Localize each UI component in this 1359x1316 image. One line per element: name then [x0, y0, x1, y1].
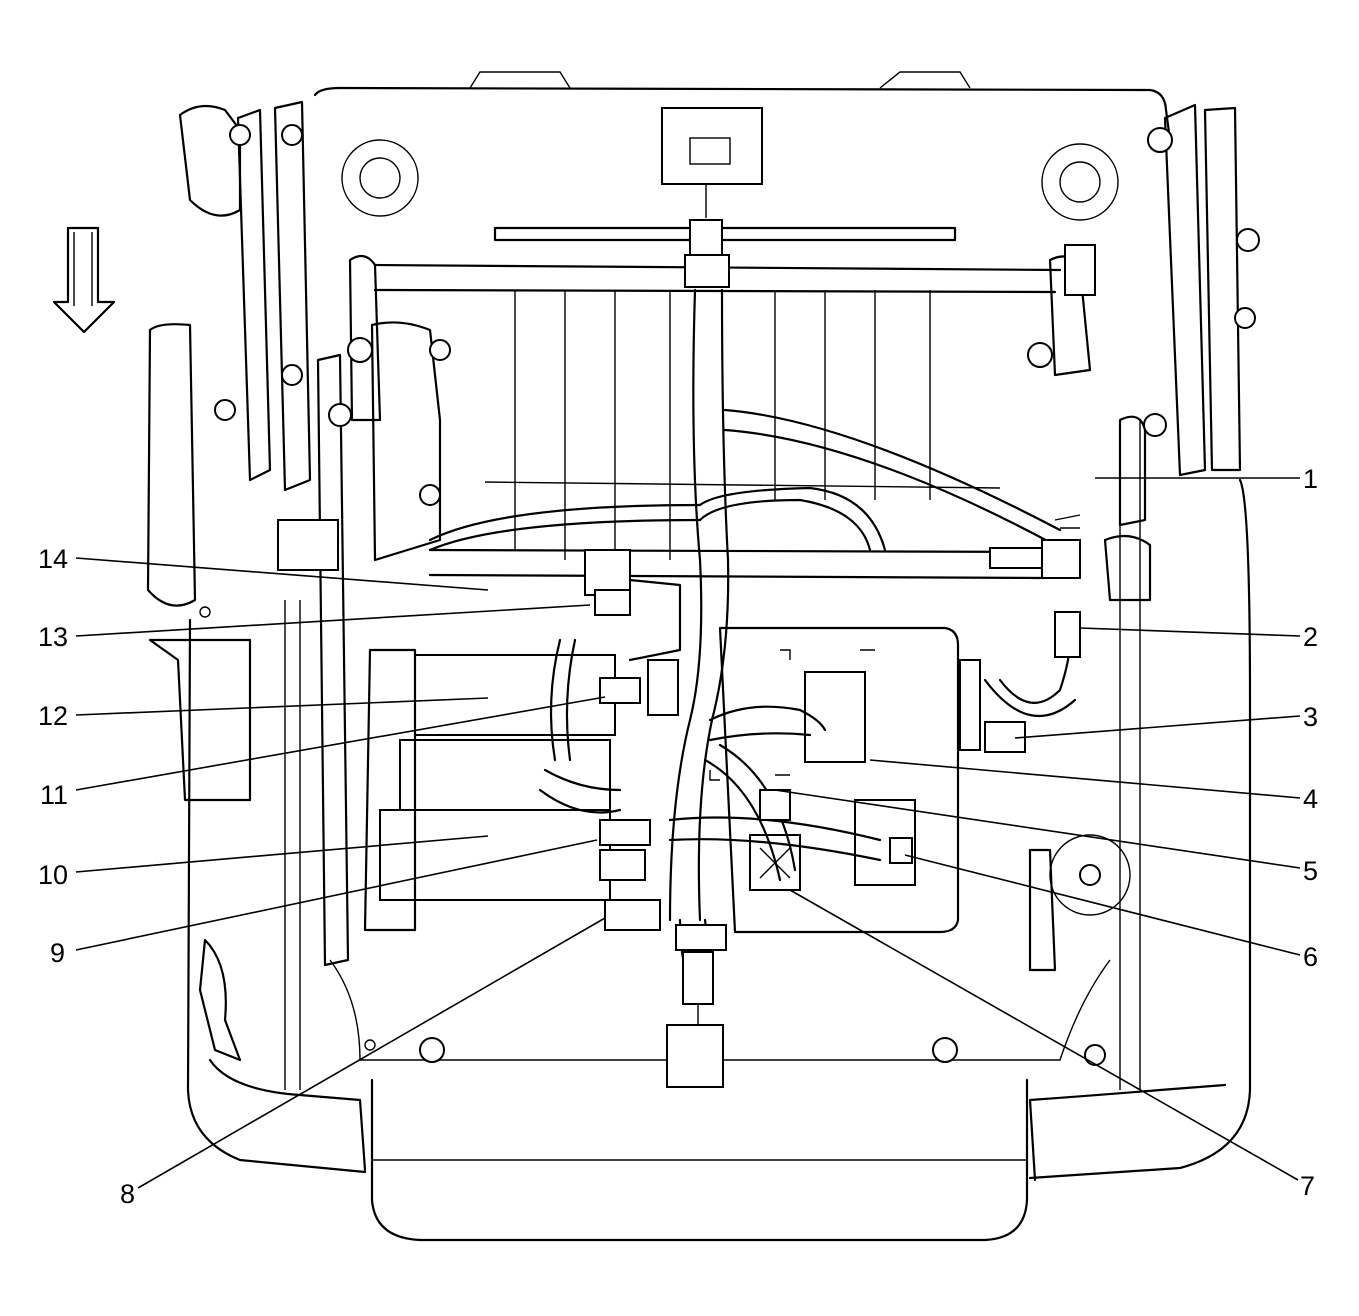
leader-lines: [75, 477, 1301, 1189]
callout-11: 11: [40, 780, 68, 810]
callout-4: 4: [1303, 784, 1318, 814]
seat-frame: [186, 71, 1252, 1242]
callout-9: 9: [50, 938, 65, 968]
callout-12: 12: [38, 701, 68, 731]
callout-labels: 1 2 3 4 5 6 7 8 9 10 11 12 13 14: [38, 464, 1318, 1209]
callout-7: 7: [1300, 1171, 1315, 1201]
callout-13: 13: [38, 622, 68, 652]
callout-1: 1: [1303, 464, 1318, 494]
seat-control-module: [709, 626, 981, 934]
wiring-harness: [428, 219, 1096, 1088]
callout-2: 2: [1303, 622, 1318, 652]
left-connectors: [584, 549, 913, 931]
callout-3: 3: [1303, 702, 1318, 732]
callout-6: 6: [1303, 942, 1318, 972]
seat-adjuster-motors: [363, 648, 616, 932]
callout-10: 10: [38, 860, 68, 890]
right-seat-track: [1027, 103, 1260, 1090]
callout-5: 5: [1303, 856, 1318, 886]
left-seat-track: [146, 100, 451, 1090]
callout-8: 8: [120, 1179, 135, 1209]
callout-14: 14: [38, 544, 68, 574]
down-arrow-icon: [52, 226, 116, 334]
top-harness-connector: [661, 107, 763, 218]
